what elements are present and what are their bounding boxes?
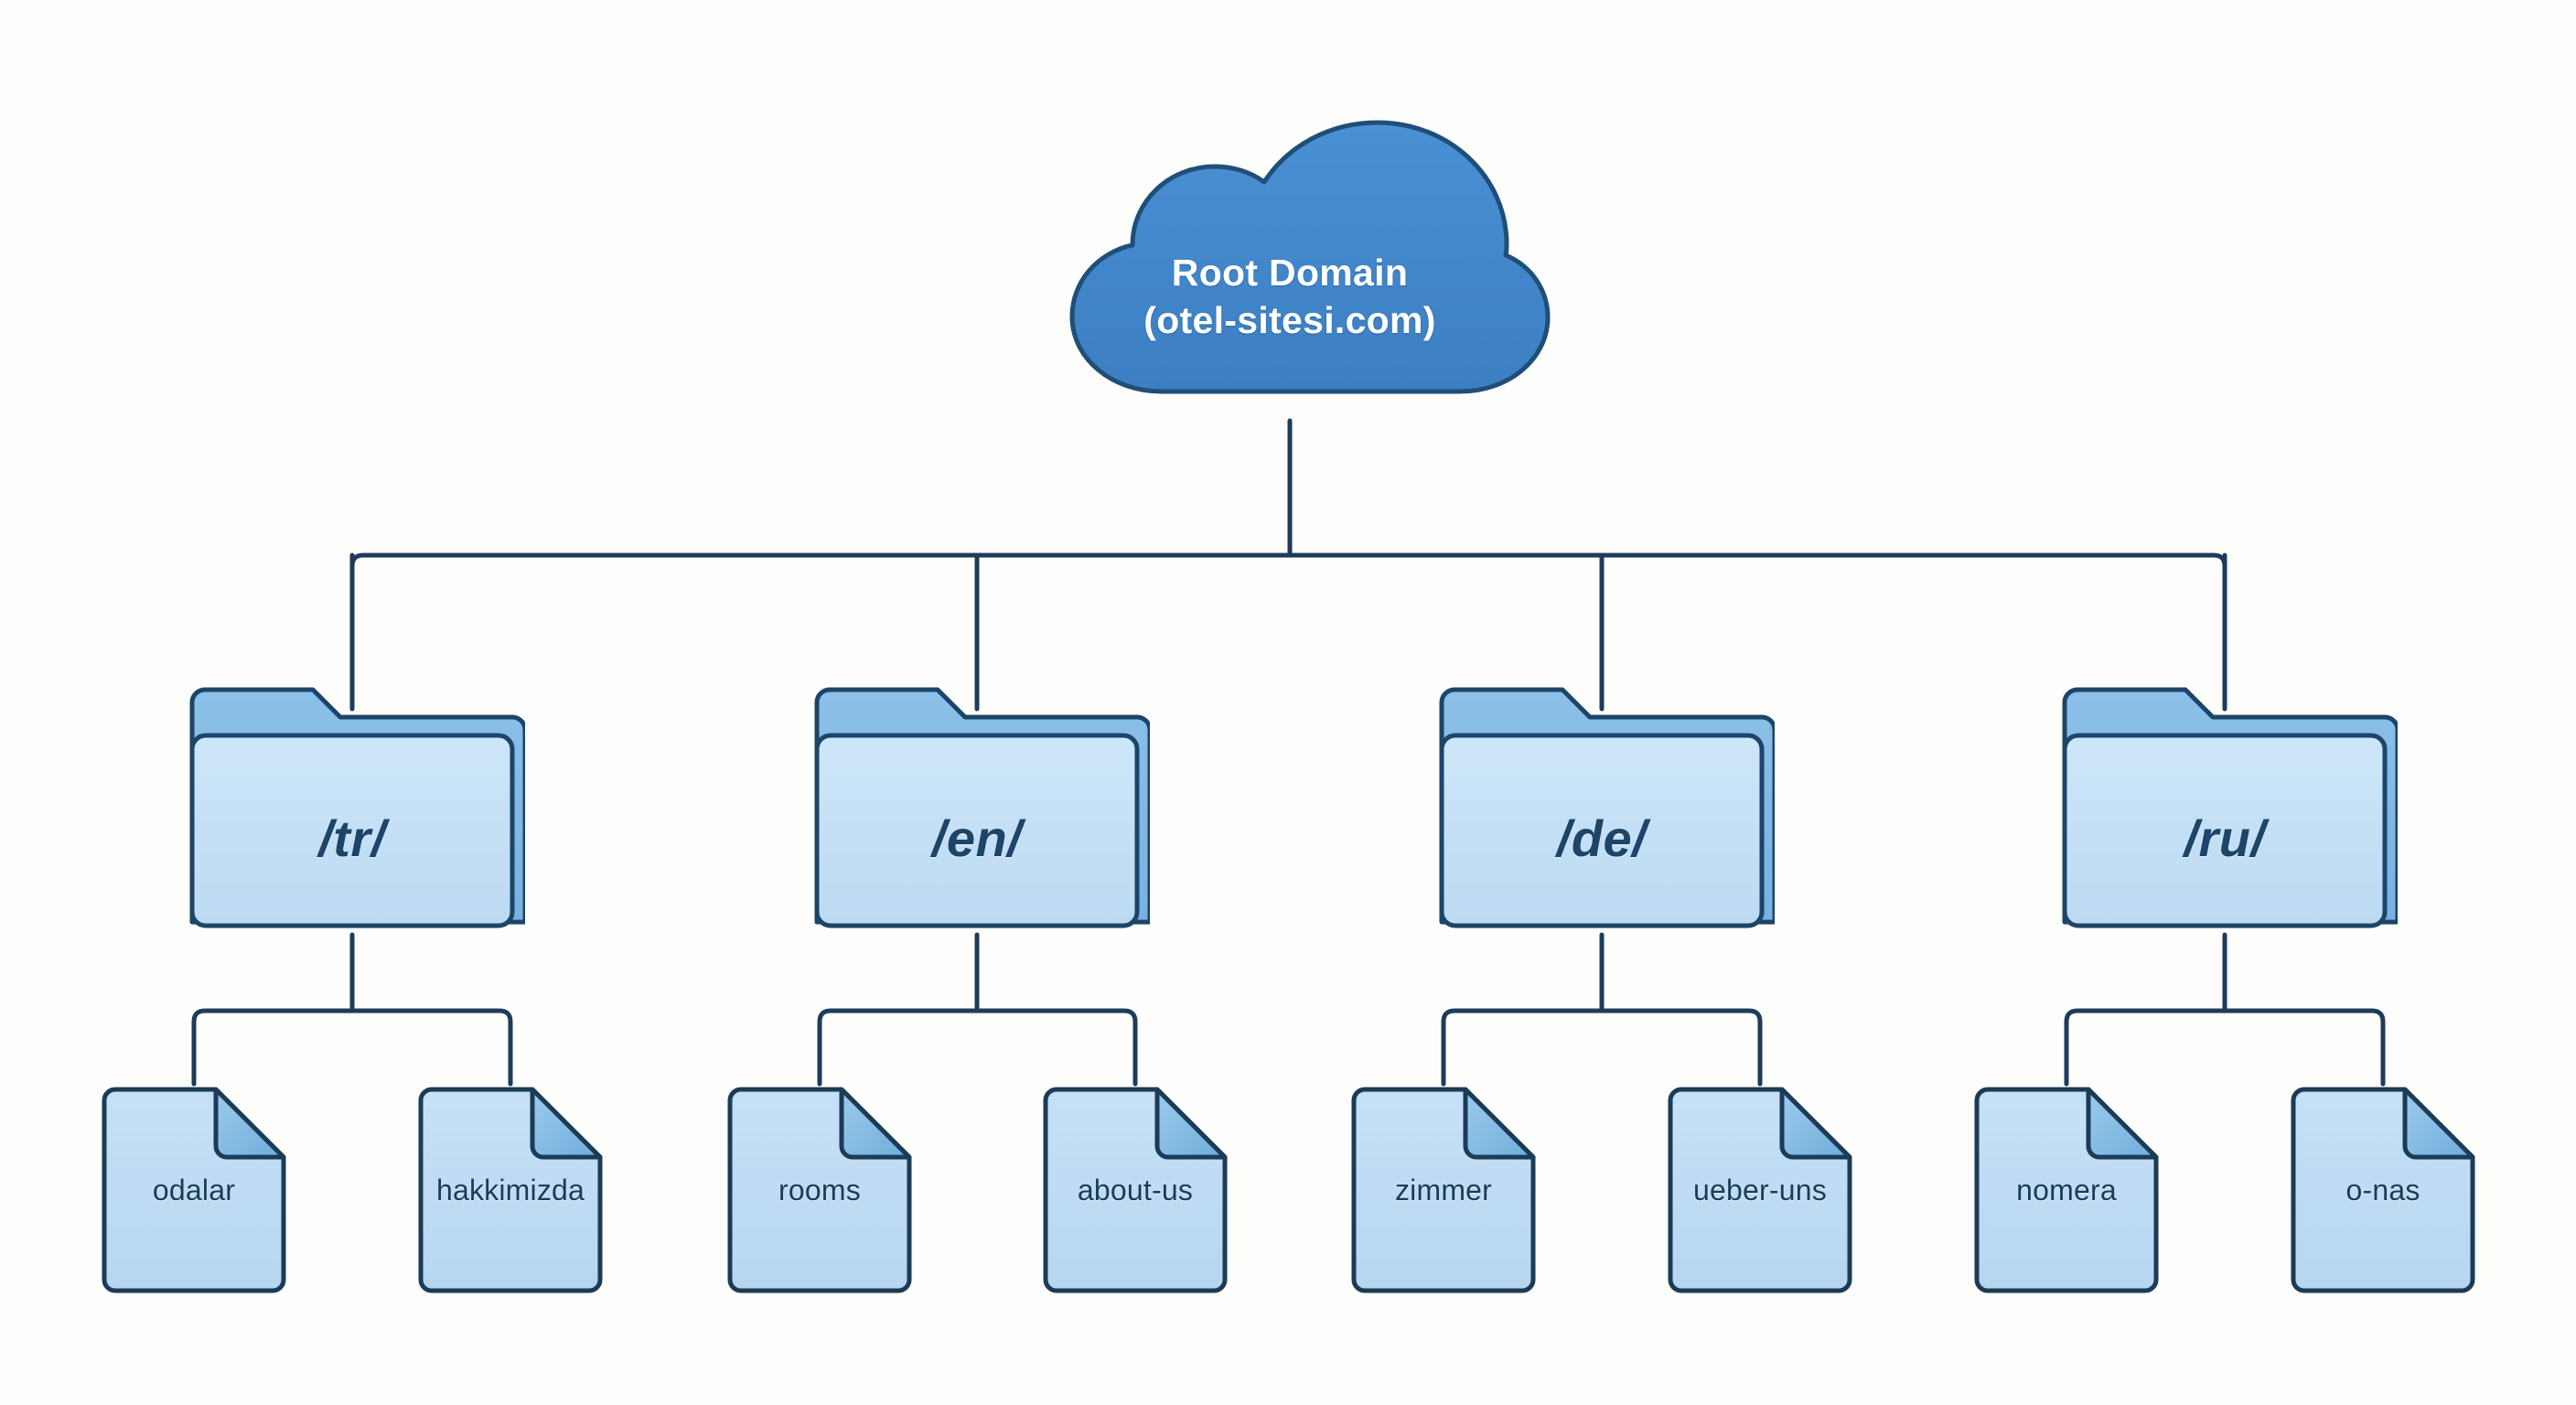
folder-body-shape bbox=[1439, 733, 1765, 928]
page-odalar-label: odalar bbox=[152, 1173, 236, 1207]
page-fold-icon bbox=[1779, 1087, 1852, 1160]
page-fold-icon bbox=[1154, 1087, 1228, 1160]
wire-ru-bus bbox=[2064, 1008, 2386, 1087]
root-domain-subtitle: (otel-sitesi.com) bbox=[1143, 299, 1436, 341]
folder-ru-label: /ru/ bbox=[2184, 809, 2266, 867]
wire-tr-bus bbox=[191, 1008, 513, 1087]
page-o-nas-label: o-nas bbox=[2345, 1173, 2420, 1207]
folder-tr-label: /tr/ bbox=[318, 809, 386, 867]
folder-de[interactable]: /de/ bbox=[1429, 679, 1775, 937]
wire-de-bus bbox=[1441, 1008, 1763, 1087]
folder-en-label: /en/ bbox=[931, 809, 1023, 867]
page-hakkimizda-label: hakkimizda bbox=[435, 1173, 585, 1207]
page-about-us-label: about-us bbox=[1077, 1173, 1194, 1207]
wire-en-bus bbox=[817, 1008, 1138, 1087]
page-rooms[interactable]: rooms bbox=[724, 1084, 915, 1296]
page-odalar[interactable]: odalar bbox=[99, 1084, 289, 1296]
page-zimmer-label: zimmer bbox=[1394, 1173, 1493, 1207]
wire-main-bus bbox=[349, 552, 2227, 643]
page-ueber-uns-label: ueber-uns bbox=[1693, 1173, 1827, 1207]
page-fold-icon bbox=[530, 1087, 603, 1160]
page-fold-icon bbox=[1463, 1087, 1536, 1160]
page-fold-icon bbox=[213, 1087, 286, 1160]
page-fold-icon bbox=[2402, 1087, 2475, 1160]
page-fold-icon bbox=[839, 1087, 912, 1160]
page-about-us[interactable]: about-us bbox=[1040, 1084, 1230, 1296]
root-domain-label: Root Domain (otel-sitesi.com) bbox=[1025, 117, 1555, 419]
page-zimmer[interactable]: zimmer bbox=[1348, 1084, 1539, 1296]
page-ueber-uns[interactable]: ueber-uns bbox=[1665, 1084, 1855, 1296]
page-o-nas[interactable]: o-nas bbox=[2288, 1084, 2478, 1296]
folder-body-shape bbox=[189, 733, 515, 928]
root-domain-title: Root Domain bbox=[1171, 251, 1409, 294]
page-hakkimizda[interactable]: hakkimizda bbox=[415, 1084, 606, 1296]
folder-ru[interactable]: /ru/ bbox=[2052, 679, 2398, 937]
folder-body-shape bbox=[2062, 733, 2388, 928]
folder-en[interactable]: /en/ bbox=[804, 679, 1150, 937]
page-rooms-label: rooms bbox=[778, 1173, 861, 1207]
folder-de-label: /de/ bbox=[1556, 809, 1648, 867]
page-nomera-label: nomera bbox=[2016, 1173, 2117, 1207]
page-fold-icon bbox=[2086, 1087, 2159, 1160]
folder-body-shape bbox=[814, 733, 1140, 928]
folder-tr[interactable]: /tr/ bbox=[179, 679, 525, 937]
page-nomera[interactable]: nomera bbox=[1971, 1084, 2162, 1296]
cloud-shape bbox=[1069, 120, 1551, 394]
root-domain-cloud[interactable]: Root Domain (otel-sitesi.com) bbox=[1025, 117, 1555, 419]
